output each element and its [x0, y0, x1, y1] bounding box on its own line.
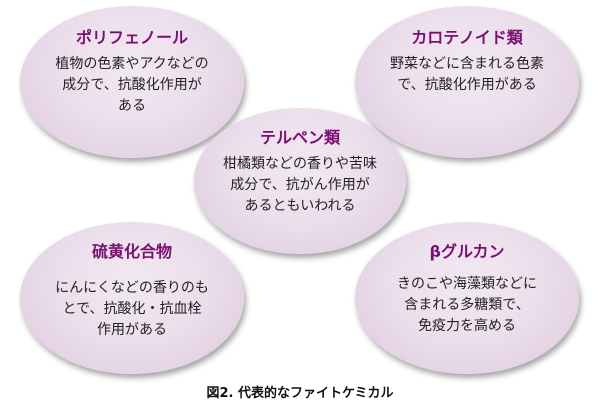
- bubble-title-sulfur-compounds: 硫黄化合物: [91, 242, 172, 261]
- bubble-text-terpene: 柑橘類などの香りや苦味 成分で、抗がん作用が あるともいわれる: [223, 154, 377, 217]
- bubble-title-carotenoid: カロテノイド類: [411, 28, 523, 47]
- bubble-text-beta-glucan: きのこや海藻類などに 含まれる多糖類で、 免疫力を高める: [397, 274, 537, 337]
- bubble-carotenoid: カロテノイド類 野菜などに含まれる色素 で、抗酸化作用がある: [355, 6, 579, 158]
- bubble-line: 植物の色素やアクなどの: [55, 56, 209, 72]
- bubble-line: とで、抗酸化・抗血栓: [62, 301, 202, 317]
- bubble-line: あるともいわれる: [244, 198, 356, 214]
- bubble-line: 柑橘類などの香りや苦味: [223, 156, 377, 172]
- bubble-line: きのこや海藻類などに: [397, 276, 537, 292]
- bubble-line: ある: [118, 98, 146, 114]
- bubble-line: で、抗酸化作用がある: [397, 77, 537, 93]
- bubble-text-sulfur-compounds: にんにくなどの香りのも とで、抗酸化・抗血栓 作用がある: [55, 278, 209, 341]
- bubble-line: 成分で、抗酸化作用が: [62, 77, 202, 93]
- bubble-line: にんにくなどの香りのも: [55, 280, 209, 296]
- bubble-text-carotenoid: 野菜などに含まれる色素 で、抗酸化作用がある: [390, 54, 544, 96]
- bubble-line: 含まれる多糖類で、: [404, 297, 530, 313]
- figure-caption: 図2. 代表的なファイトケミカル: [206, 386, 394, 401]
- bubble-terpene: テルペン類 柑橘類などの香りや苦味 成分で、抗がん作用が あるともいわれる: [194, 108, 406, 254]
- bubble-line: 作用がある: [96, 322, 167, 338]
- bubble-title-beta-glucan: βグルカン: [429, 242, 505, 261]
- bubble-title-polyphenol: ポリフェノール: [75, 28, 188, 47]
- bubble-sulfur-compounds: 硫黄化合物 にんにくなどの香りのも とで、抗酸化・抗血栓 作用がある: [20, 222, 244, 374]
- bubble-beta-glucan: βグルカン きのこや海藻類などに 含まれる多糖類で、 免疫力を高める: [355, 222, 579, 374]
- bubble-line: 成分で、抗がん作用が: [230, 177, 370, 193]
- bubble-line: 免疫力を高める: [418, 318, 516, 334]
- bubble-line: 野菜などに含まれる色素: [390, 56, 544, 72]
- bubble-title-terpene: テルペン類: [259, 128, 340, 147]
- bubble-polyphenol: ポリフェノール 植物の色素やアクなどの 成分で、抗酸化作用が ある: [20, 6, 244, 158]
- bubble-text-polyphenol: 植物の色素やアクなどの 成分で、抗酸化作用が ある: [55, 54, 208, 117]
